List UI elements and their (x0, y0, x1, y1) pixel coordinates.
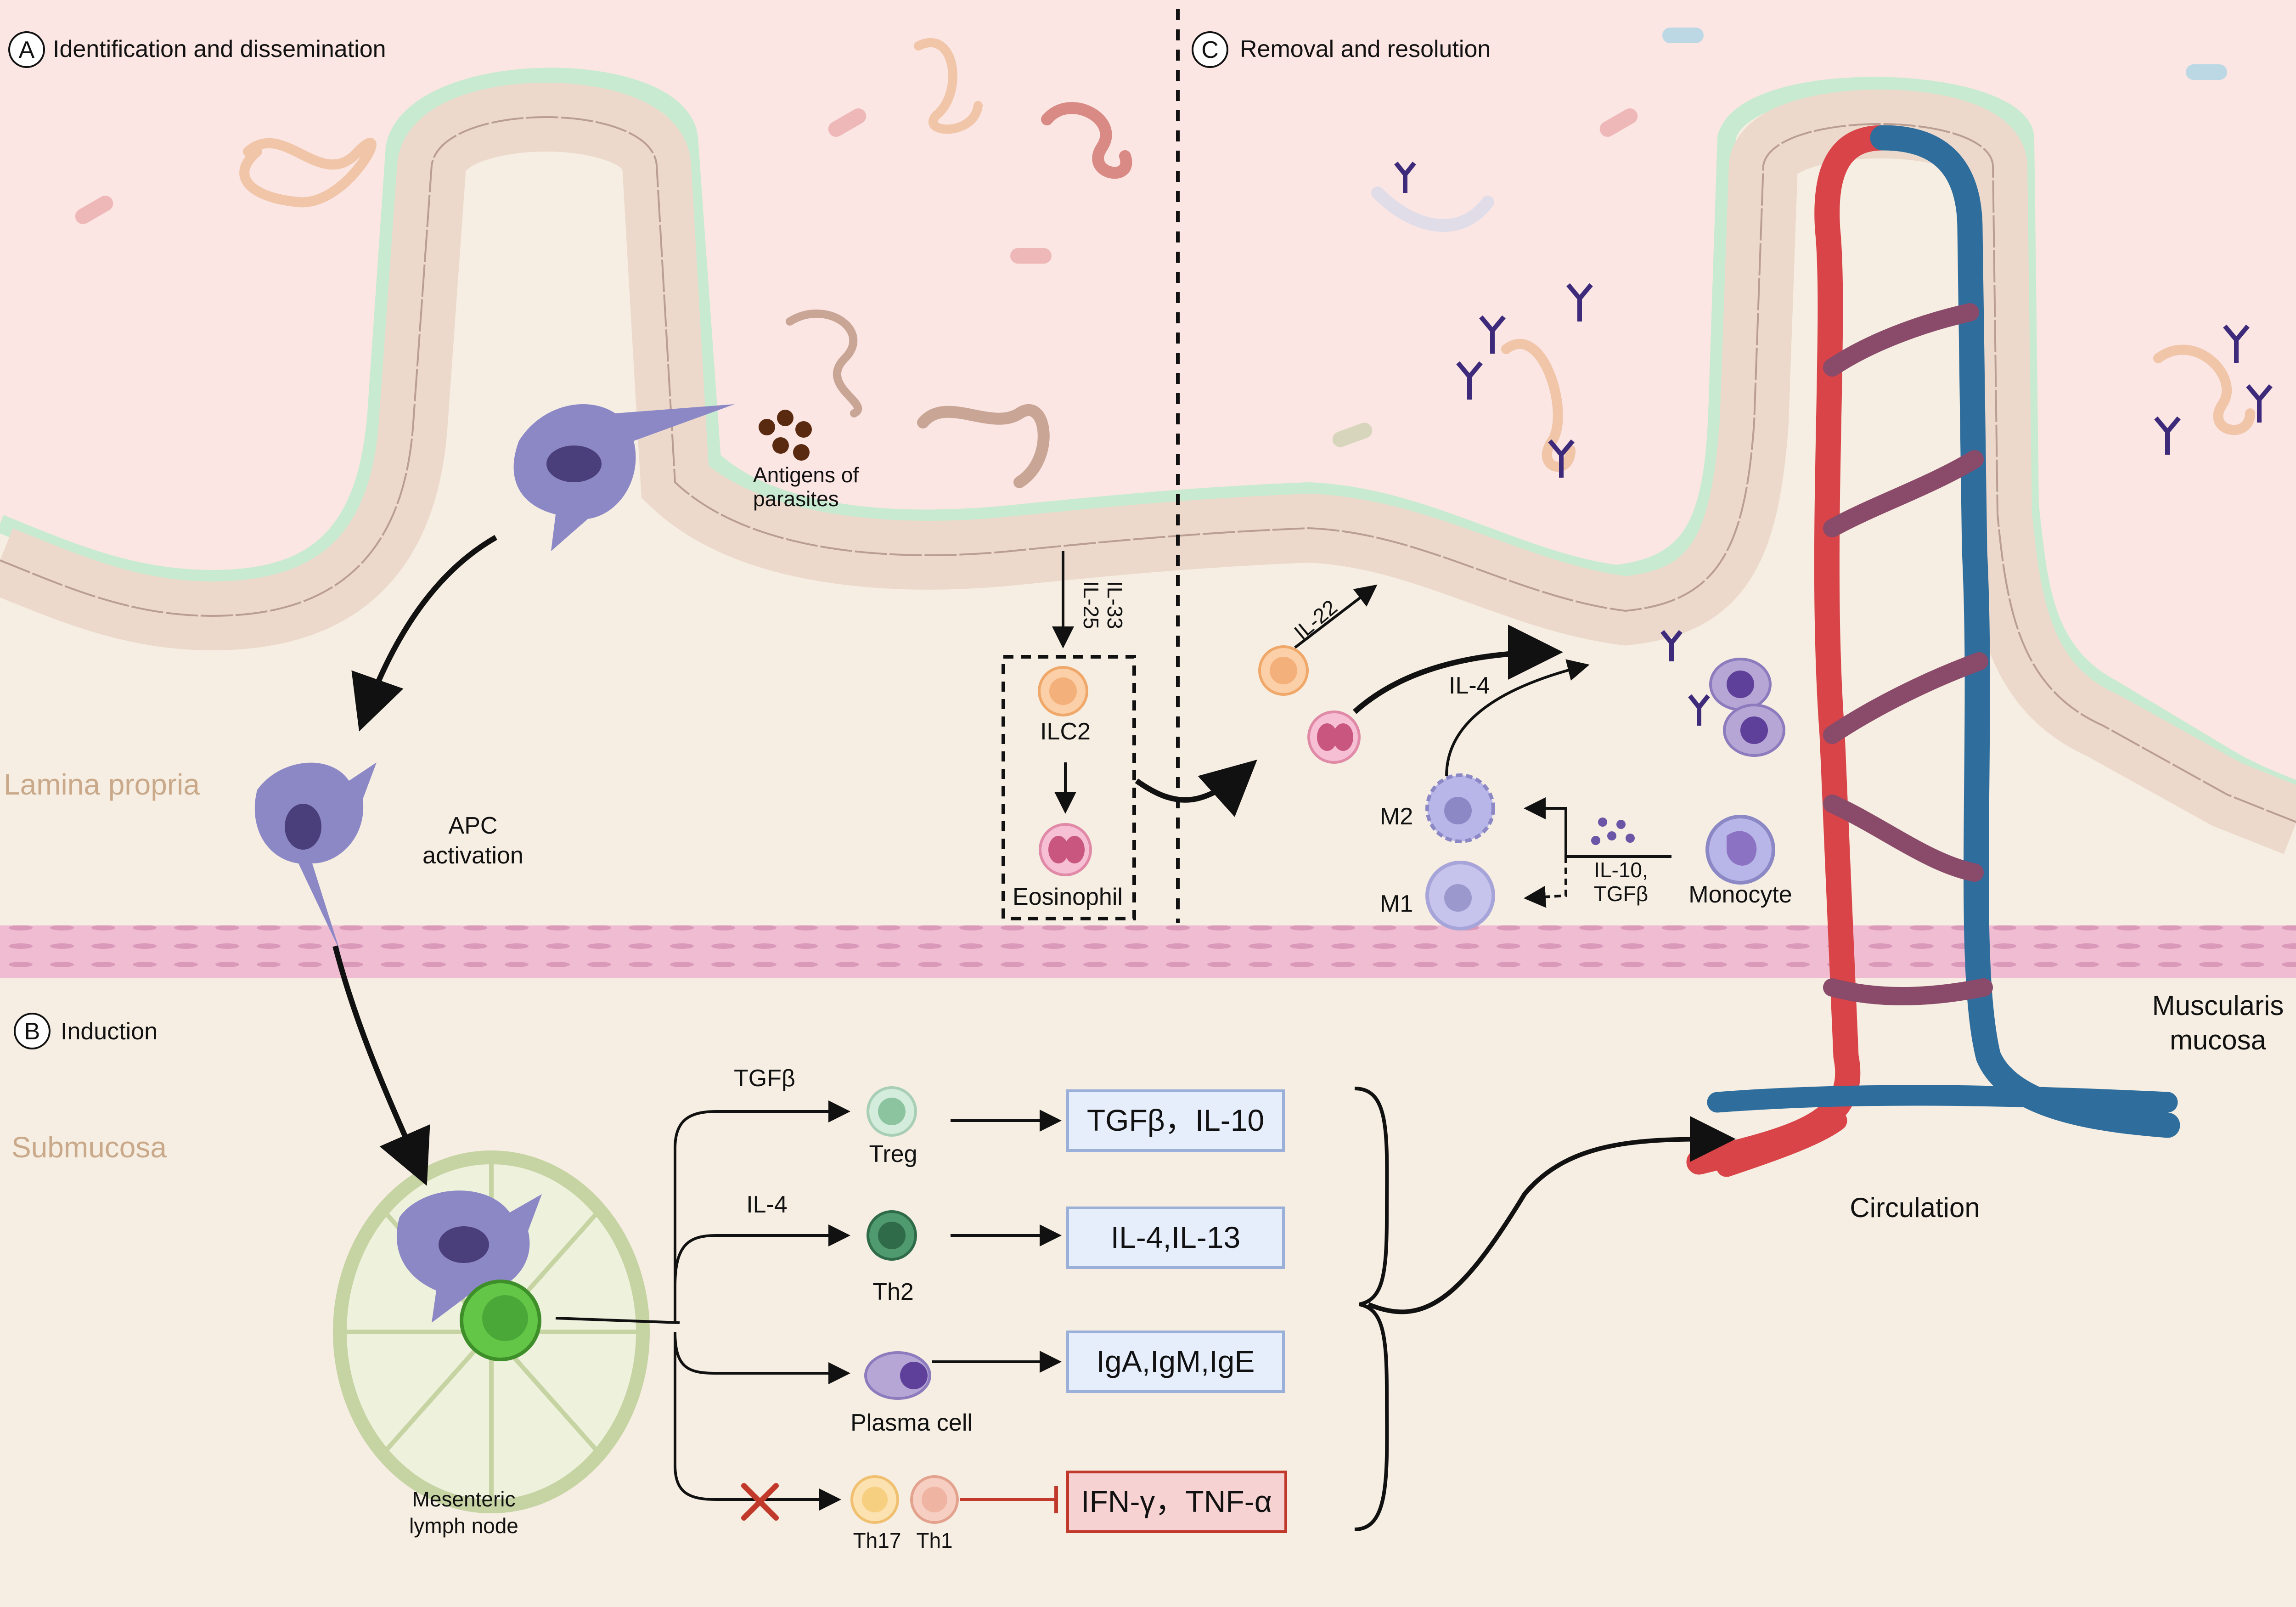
panel-a-circle (8, 31, 45, 68)
monocyte-label: Monocyte (1688, 881, 1792, 908)
th2-cell (867, 1210, 917, 1261)
panel-c-circle (1192, 31, 1228, 68)
output-box-th2-text: IL-4,IL-13 (1111, 1220, 1241, 1254)
th17-cell (850, 1475, 899, 1524)
apc-label-line2: activation (422, 842, 523, 869)
m2-macrophage (1425, 773, 1495, 843)
plasma-cell (864, 1351, 931, 1400)
panel-b-title: Induction (61, 1018, 158, 1045)
antigens-label-line1: Antigens of (753, 463, 859, 487)
epithelium-cells-outline (0, 116, 2296, 823)
arrows-panel-b (555, 1087, 1736, 1531)
bacteria-decoration (75, 28, 2227, 447)
m2-label: M2 (1380, 803, 1413, 830)
plasma-cells-c (1709, 658, 1785, 757)
panel-c-letter: C (1201, 37, 1219, 63)
muscularis-label-line2: mucosa (2170, 1025, 2267, 1055)
block-x-mark (741, 1483, 779, 1521)
output-box-th1-text: IFN-γ，TNF-α (1081, 1484, 1272, 1518)
plasma-cell-label: Plasma cell (850, 1410, 973, 1436)
inhibit-arrow (960, 1486, 1058, 1513)
cytokine-dots (1591, 818, 1635, 845)
panel-b-letter: B (24, 1018, 40, 1045)
lamina-propria-label: Lamina propria (4, 768, 200, 801)
ilc2-cell (1038, 666, 1088, 716)
treg-cell (867, 1086, 917, 1137)
apc-cell-lumen (513, 404, 735, 551)
treg-label: Treg (869, 1141, 917, 1167)
muscularis-mucosa-band (0, 925, 2296, 978)
il10-label-line1: IL-10, (1594, 858, 1648, 882)
eosinophil-cell (1039, 823, 1092, 876)
m1-label: M1 (1380, 891, 1413, 917)
arrows-panel-a (332, 535, 1257, 1186)
output-box-th2 (1066, 1207, 1285, 1269)
ilc2-label: ILC2 (1040, 718, 1091, 745)
circulation-label: Circulation (1850, 1192, 1980, 1223)
apc-label-line1: APC (449, 812, 498, 839)
ilc2-dashed-box (1002, 655, 1136, 920)
th1-cell (910, 1475, 959, 1524)
eosinophil-cell-c (1307, 710, 1361, 764)
th2-label: Th2 (872, 1279, 914, 1305)
lymph-node-label-line1: Mesenteric (412, 1487, 516, 1511)
antigens-label-line2: parasites (753, 487, 839, 511)
parasites-decoration (239, 38, 2255, 488)
output-box-treg (1066, 1089, 1285, 1152)
monocyte-cell (1705, 815, 1775, 885)
muscularis-label-line1: Muscularis (2152, 990, 2284, 1021)
epithelium-border (0, 68, 2296, 799)
antibodies-decoration (1394, 161, 2273, 726)
lymph-node (333, 1150, 650, 1513)
panel-b-circle (14, 1013, 51, 1049)
arrows-panel-c (1294, 584, 1671, 908)
antigens-dots (759, 410, 812, 461)
output-box-plasma (1066, 1331, 1285, 1393)
panel-c-title: Removal and resolution (1240, 36, 1491, 62)
th1-label: Th1 (916, 1528, 952, 1552)
output-box-plasma-text: IgA,IgM,IgE (1097, 1344, 1255, 1378)
apc-cell-lamina (254, 762, 377, 951)
m1-macrophage (1425, 861, 1495, 930)
output-box-treg-text: TGFβ，IL-10 (1087, 1103, 1264, 1137)
il4-arrow-label: IL-4 (746, 1191, 788, 1218)
submucosa-label: Submucosa (11, 1131, 167, 1164)
il10-label-line2: TGFβ (1594, 882, 1648, 906)
il4-c-label: IL-4 (1449, 672, 1490, 699)
il25-label: IL-25 (1079, 581, 1103, 629)
il33-label: IL-33 (1103, 581, 1127, 629)
ilc2-cell-c (1258, 645, 1309, 696)
panel-a-letter: A (19, 37, 35, 63)
th17-label: Th17 (853, 1528, 901, 1552)
panel-a-title: Identification and dissemination (53, 36, 386, 62)
tgfb-arrow-label: TGFβ (734, 1065, 795, 1092)
blood-vessels (1686, 125, 2180, 1177)
eosinophil-label: Eosinophil (1013, 884, 1123, 910)
output-box-th1 (1066, 1471, 1287, 1533)
lymph-node-label-line2: lymph node (409, 1514, 518, 1538)
